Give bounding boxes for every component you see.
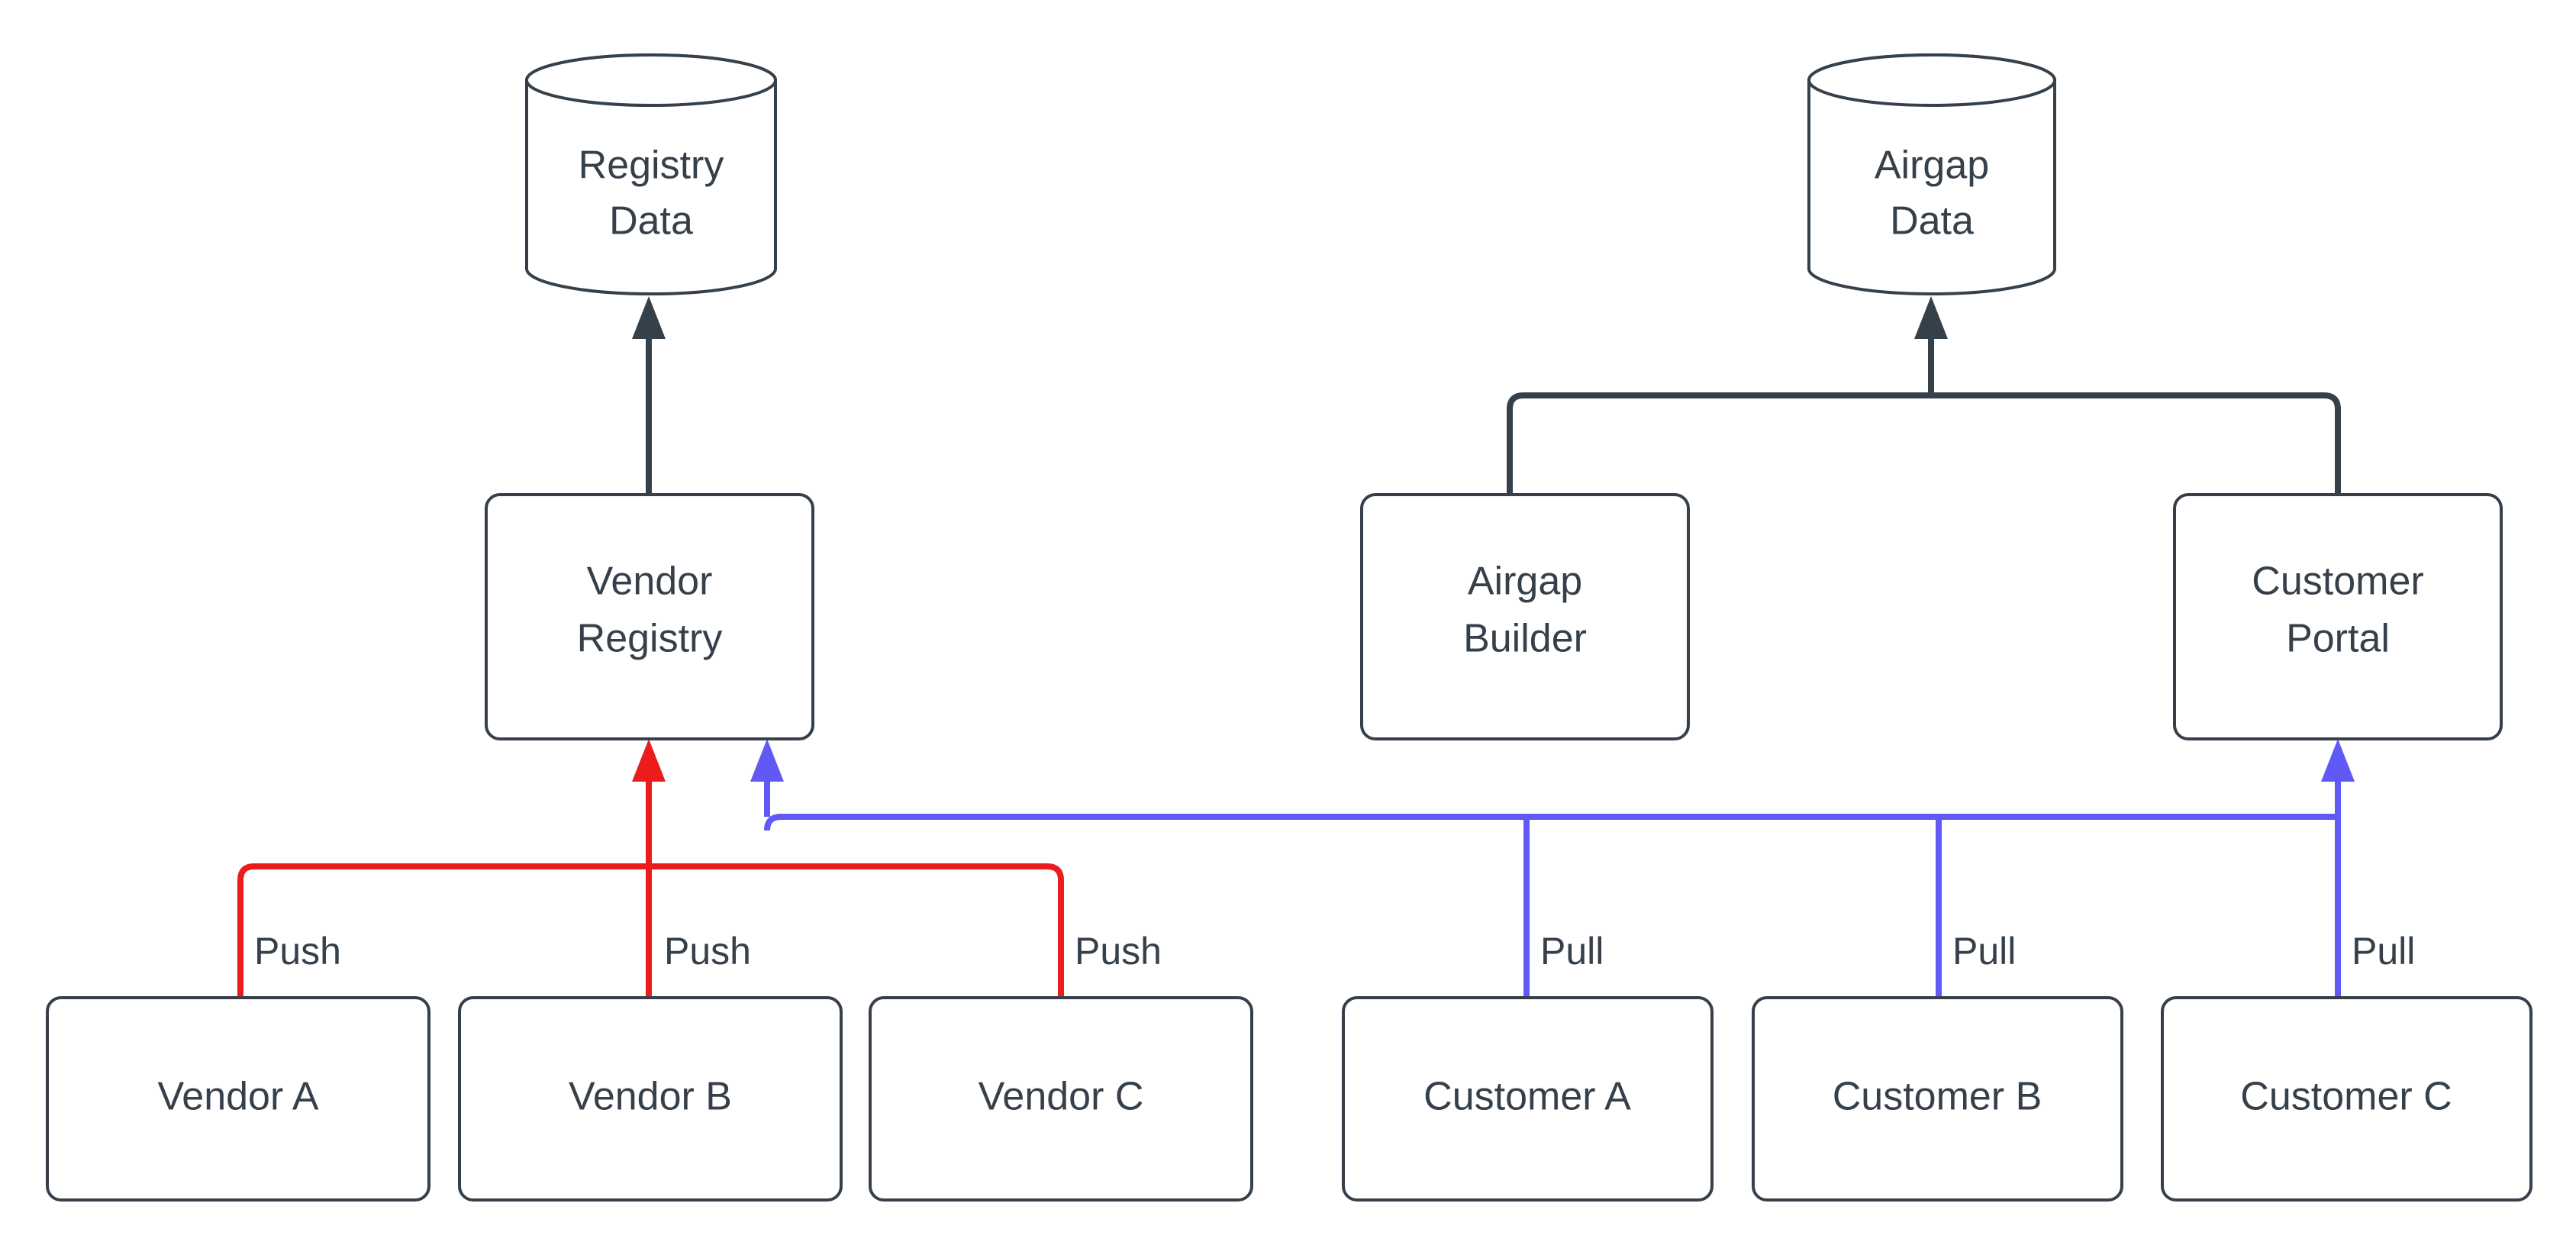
edge-pull-bus (764, 814, 2338, 831)
node-customer-c[interactable]: Customer C (2161, 996, 2532, 1202)
datastore-registry-data-label-line1: Registry (579, 144, 724, 188)
edge-pull-bus-to-vendor-registry (750, 739, 784, 817)
edge-label-pull-customer-b: Pull (1952, 930, 2016, 973)
node-customer-a-label: Customer A (1423, 1075, 1631, 1119)
node-customer-b-label: Customer B (1833, 1075, 2042, 1119)
node-airgap-builder[interactable]: Airgap Builder (1360, 493, 1690, 740)
edge-vendor-a-push (237, 863, 649, 998)
edge-label-pull-customer-a: Pull (1540, 930, 1604, 973)
datastore-registry-data-label-line2: Data (609, 199, 693, 244)
node-airgap-builder-label-line1: Airgap (1468, 560, 1582, 604)
edge-airgap-builder-to-airgap-data (1507, 392, 1931, 495)
node-vendor-b-label: Vendor B (569, 1075, 732, 1119)
node-vendor-a[interactable]: Vendor A (46, 996, 430, 1202)
edge-label-push-vendor-b: Push (664, 930, 751, 973)
edge-label-push-vendor-c: Push (1075, 930, 1162, 973)
node-customer-portal-label-line1: Customer (2252, 560, 2423, 604)
node-vendor-b[interactable]: Vendor B (458, 996, 843, 1202)
node-vendor-c[interactable]: Vendor C (869, 996, 1253, 1202)
edge-customer-c-pull (2321, 739, 2355, 998)
datastore-airgap-data-label-line2: Data (1890, 199, 1974, 244)
edge-push-bus (632, 739, 666, 866)
node-customer-portal-label-line2: Portal (2286, 617, 2390, 661)
edge-airgap-bus-to-airgap-data (1914, 296, 1948, 395)
edge-label-push-vendor-a: Push (254, 930, 341, 973)
node-customer-portal[interactable]: Customer Portal (2173, 493, 2503, 740)
edge-vendor-c-push (649, 863, 1064, 998)
node-airgap-builder-label-line2: Builder (1463, 617, 1587, 661)
node-vendor-c-label: Vendor C (978, 1075, 1144, 1119)
node-vendor-registry-label-line2: Registry (577, 617, 723, 661)
node-customer-c-label: Customer C (2240, 1075, 2452, 1119)
node-vendor-registry-label-line1: Vendor (587, 560, 713, 604)
datastore-airgap-data-label-line1: Airgap (1875, 144, 1989, 188)
datastore-airgap-data[interactable]: Airgap Data (1807, 53, 2057, 295)
node-vendor-registry[interactable]: Vendor Registry (485, 493, 814, 740)
edge-customer-portal-to-airgap-data (1931, 392, 2341, 495)
edge-label-pull-customer-c: Pull (2352, 930, 2415, 973)
datastore-registry-data[interactable]: Registry Data (524, 53, 778, 295)
node-customer-b[interactable]: Customer B (1752, 996, 2123, 1202)
node-customer-a[interactable]: Customer A (1342, 996, 1714, 1202)
node-vendor-a-label: Vendor A (157, 1075, 318, 1119)
